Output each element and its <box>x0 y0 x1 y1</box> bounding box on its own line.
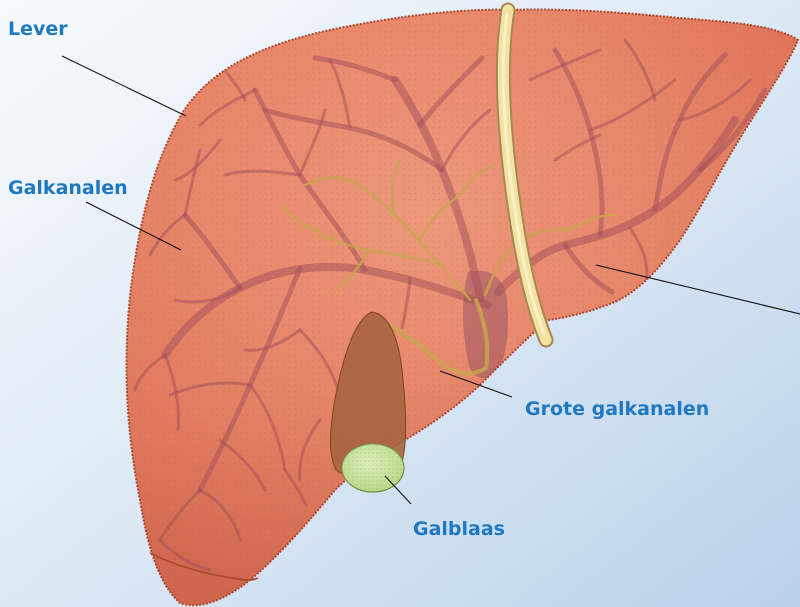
label-grote-galkanalen: Grote galkanalen <box>525 398 709 420</box>
gallbladder-fundus-texture <box>343 445 403 491</box>
label-galblaas: Galblaas <box>413 518 505 540</box>
label-lever: Lever <box>8 18 68 40</box>
label-galkanalen: Galkanalen <box>8 177 128 199</box>
